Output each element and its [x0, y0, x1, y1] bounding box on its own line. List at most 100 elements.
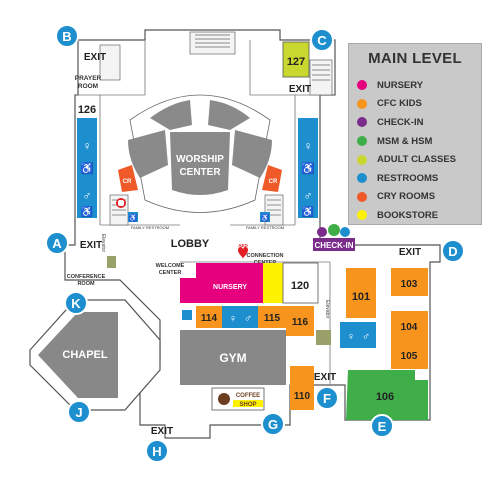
nursery-label: NURSERY — [213, 284, 247, 291]
exit-label-f: EXIT — [314, 372, 336, 383]
legend-title: MAIN LEVEL — [368, 50, 462, 67]
svg-text:Elevator: Elevator — [324, 300, 330, 319]
coffee-shop-label: COFFEE — [236, 393, 260, 399]
svg-text:♀: ♀ — [83, 139, 92, 153]
svg-text:♀: ♀ — [304, 139, 313, 153]
svg-text:SHOP: SHOP — [239, 402, 256, 408]
check-in-label: CHECK-IN — [314, 241, 353, 250]
legend-swatch — [357, 210, 367, 221]
room-115-label: 115 — [264, 313, 281, 324]
exit-label-b: EXIT — [84, 52, 106, 63]
svg-text:ROOM: ROOM — [78, 83, 98, 90]
family-restroom-left-label: FAMILY RESTROOM — [131, 225, 169, 230]
svg-text:D: D — [448, 244, 457, 259]
svg-text:Elevator: Elevator — [100, 234, 106, 253]
marker-e: E — [370, 414, 394, 438]
svg-text:♂: ♂ — [83, 189, 92, 203]
room-120 — [282, 262, 319, 304]
marker-j: J — [67, 400, 91, 424]
legend-label: MSM & HSM — [377, 135, 433, 147]
svg-text:F: F — [323, 391, 331, 406]
cry-room-right — [262, 165, 282, 192]
room-103-label: 103 — [401, 279, 418, 290]
cry-room-left-label: CR — [123, 179, 132, 185]
room-127 — [282, 41, 310, 78]
legend-swatch — [357, 98, 367, 109]
legend-list: NURSERY CFC KIDS CHECK-IN MSM & HSM ADUL… — [357, 76, 456, 225]
room-115 — [258, 306, 286, 328]
svg-text:H: H — [152, 444, 161, 459]
gym-label: GYM — [219, 351, 246, 365]
svg-text:♂: ♂ — [304, 189, 313, 203]
aed-icon: AED — [238, 243, 248, 259]
room-101 — [346, 268, 376, 318]
worship-center-label: WORSHIP — [176, 154, 224, 165]
legend-item: CRY ROOMS — [357, 188, 456, 207]
room-106 — [346, 370, 428, 420]
legend-item: CHECK-IN — [357, 113, 456, 132]
marker-h: H — [145, 439, 169, 463]
prayer-room-label: PRAYER — [75, 75, 102, 82]
marker-g: G — [261, 412, 285, 436]
legend-label: ADULT CLASSES — [377, 154, 456, 166]
marker-f: F — [315, 386, 339, 410]
room-126-label: 126 — [78, 104, 96, 116]
room-114 — [196, 306, 222, 328]
legend-swatch — [357, 191, 367, 202]
legend-item: ADULT CLASSES — [357, 150, 456, 169]
room-104-label: 104 — [401, 322, 418, 333]
marker-c: C — [310, 28, 334, 52]
svg-text:♂: ♂ — [244, 313, 252, 325]
room-110-label: 110 — [294, 391, 311, 402]
marker-a: A — [45, 231, 69, 255]
room-106-label: 106 — [376, 391, 394, 403]
seating-center — [170, 132, 230, 195]
coffee-cup-icon — [218, 393, 230, 405]
svg-text:C: C — [317, 33, 327, 48]
room-105-label: 105 — [401, 351, 418, 362]
room-103 — [391, 268, 428, 296]
restroom-kids — [222, 306, 258, 328]
map-legend: MAIN LEVEL NURSERY CFC KIDS CHECK-IN MSM… — [348, 43, 482, 225]
legend-swatch — [357, 117, 367, 128]
svg-text:♿: ♿ — [129, 213, 138, 222]
svg-text:♿: ♿ — [301, 162, 315, 175]
svg-text:♀: ♀ — [347, 331, 355, 343]
family-restroom-right-label: FAMILY RESTROOM — [246, 225, 284, 230]
hallway-lines — [75, 40, 335, 385]
legend-label: CHECK-IN — [377, 116, 424, 128]
seating-left — [128, 130, 168, 178]
svg-text:E: E — [378, 419, 387, 434]
room-114-label: 114 — [201, 313, 218, 324]
legend-item: RESTROOMS — [357, 169, 456, 188]
svg-text:AED: AED — [238, 243, 248, 248]
marker-d: D — [441, 239, 465, 263]
legend-swatch — [357, 173, 367, 184]
restrooms-right: ♀ ♿ ♂ ♿ — [298, 118, 318, 218]
seating-top-left — [150, 100, 192, 130]
svg-text:♀: ♀ — [229, 313, 237, 325]
legend-label: NURSERY — [377, 79, 424, 91]
exit-label-c: EXIT — [289, 84, 311, 95]
gym — [180, 330, 286, 385]
legend-label: BOOKSTORE — [377, 209, 439, 221]
chapel — [38, 312, 118, 398]
restroom-right-wing — [340, 322, 376, 348]
exit-label-d: EXIT — [399, 247, 421, 258]
nursery-room — [196, 263, 263, 303]
legend-swatch — [357, 154, 367, 165]
room-110 — [290, 366, 314, 410]
svg-text:B: B — [62, 29, 71, 44]
svg-text:♂: ♂ — [362, 331, 370, 343]
chapel-label: CHAPEL — [62, 349, 108, 361]
legend-label: CFC KIDS — [377, 98, 422, 110]
exit-label-h: EXIT — [151, 426, 173, 437]
svg-text:J: J — [75, 405, 82, 420]
svg-text:♿: ♿ — [81, 205, 93, 218]
room-104 — [391, 311, 428, 341]
marker-b: B — [55, 24, 79, 48]
legend-label: RESTROOMS — [377, 172, 439, 184]
room-105 — [391, 341, 428, 369]
cry-room-left — [118, 165, 138, 192]
